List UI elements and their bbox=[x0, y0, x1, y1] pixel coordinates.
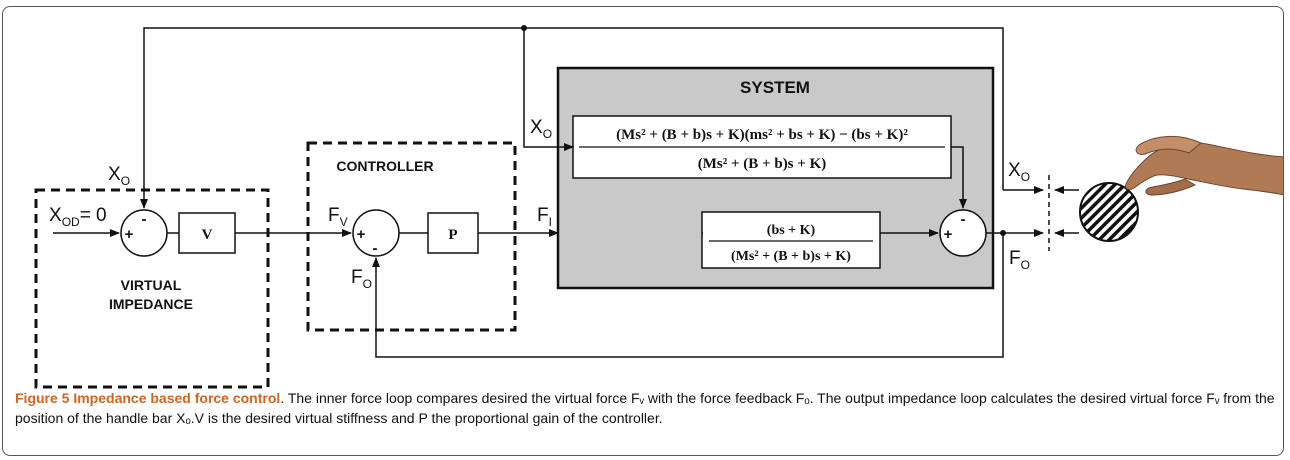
svg-text:XO: XO bbox=[1008, 160, 1030, 184]
xo-label-system: X bbox=[530, 117, 543, 138]
svg-text:XOD= 0: XOD= 0 bbox=[49, 205, 107, 229]
hand-image bbox=[1125, 135, 1283, 196]
xod-value: = 0 bbox=[80, 205, 107, 226]
tf-top-numerator: (Ms² + (B + b)s + K)(ms² + bs + K) − (bs… bbox=[616, 127, 908, 143]
v-gain-box bbox=[178, 212, 236, 254]
xo-sub-system: O bbox=[543, 127, 552, 141]
sum1-plus: + bbox=[125, 226, 134, 243]
fi-sub: I bbox=[549, 215, 552, 229]
pickoff-dot-output bbox=[1000, 230, 1006, 236]
sum3-plus: + bbox=[944, 226, 953, 243]
signal-lines bbox=[53, 27, 1079, 358]
sum1-minus: - bbox=[142, 211, 147, 228]
fo-sub-controller: O bbox=[363, 277, 372, 291]
system-title: SYSTEM bbox=[740, 78, 810, 97]
svg-text:FO: FO bbox=[351, 267, 372, 291]
sum2-plus: + bbox=[357, 226, 366, 243]
caption-title: Figure 5 Impedance based force control bbox=[15, 390, 281, 406]
virtual-title-line2: IMPEDANCE bbox=[109, 296, 193, 312]
sum2-minus: - bbox=[373, 240, 378, 257]
xo-sub-virtual: O bbox=[121, 174, 130, 188]
xo-label-virtual: X bbox=[108, 164, 121, 185]
virtual-impedance-box bbox=[34, 188, 270, 389]
p-gain-label: P bbox=[448, 227, 457, 243]
figure-caption: Figure 5 Impedance based force control. … bbox=[15, 388, 1275, 428]
xod-label: X bbox=[49, 205, 62, 226]
svg-text:FV: FV bbox=[328, 205, 348, 229]
caption-text: . The inner force loop compares desired … bbox=[15, 390, 1275, 426]
svg-text:XO: XO bbox=[530, 117, 552, 141]
tf-top-denominator: (Ms² + (B + b)s + K) bbox=[698, 156, 826, 172]
controller-title: CONTROLLER bbox=[336, 158, 433, 174]
svg-text:XO: XO bbox=[108, 164, 130, 188]
tf-bottom-denominator: (Ms² + (B + b)s + K) bbox=[731, 249, 851, 264]
fo-label-output: F bbox=[1009, 248, 1021, 269]
hatched-object bbox=[1079, 182, 1139, 242]
virtual-title-line1: VIRTUAL bbox=[121, 277, 182, 293]
xo-sub-output: O bbox=[1021, 170, 1030, 184]
svg-text:FO: FO bbox=[1009, 248, 1030, 272]
tf-bottom-box bbox=[701, 211, 881, 269]
xod-sub: OD bbox=[62, 215, 80, 229]
fo-sub-output: O bbox=[1021, 258, 1030, 272]
controller-box bbox=[306, 141, 517, 332]
sum3-minus: - bbox=[961, 211, 966, 228]
fi-label: F bbox=[537, 205, 549, 226]
xo-label-output: X bbox=[1008, 160, 1021, 181]
block-diagram: SYSTEM (Ms² + (B + b)s + K)(ms² + bs + K… bbox=[34, 25, 1283, 389]
figure-frame: SYSTEM (Ms² + (B + b)s + K)(ms² + bs + K… bbox=[2, 6, 1284, 456]
svg-text:FI: FI bbox=[537, 205, 552, 229]
fv-label: F bbox=[328, 205, 340, 226]
fv-sub: V bbox=[340, 215, 348, 229]
pickoff-dot-top bbox=[521, 25, 527, 31]
v-gain-label: V bbox=[202, 227, 213, 243]
tf-bottom-numerator: (bs + K) bbox=[767, 223, 816, 238]
fo-label-controller: F bbox=[351, 267, 363, 288]
